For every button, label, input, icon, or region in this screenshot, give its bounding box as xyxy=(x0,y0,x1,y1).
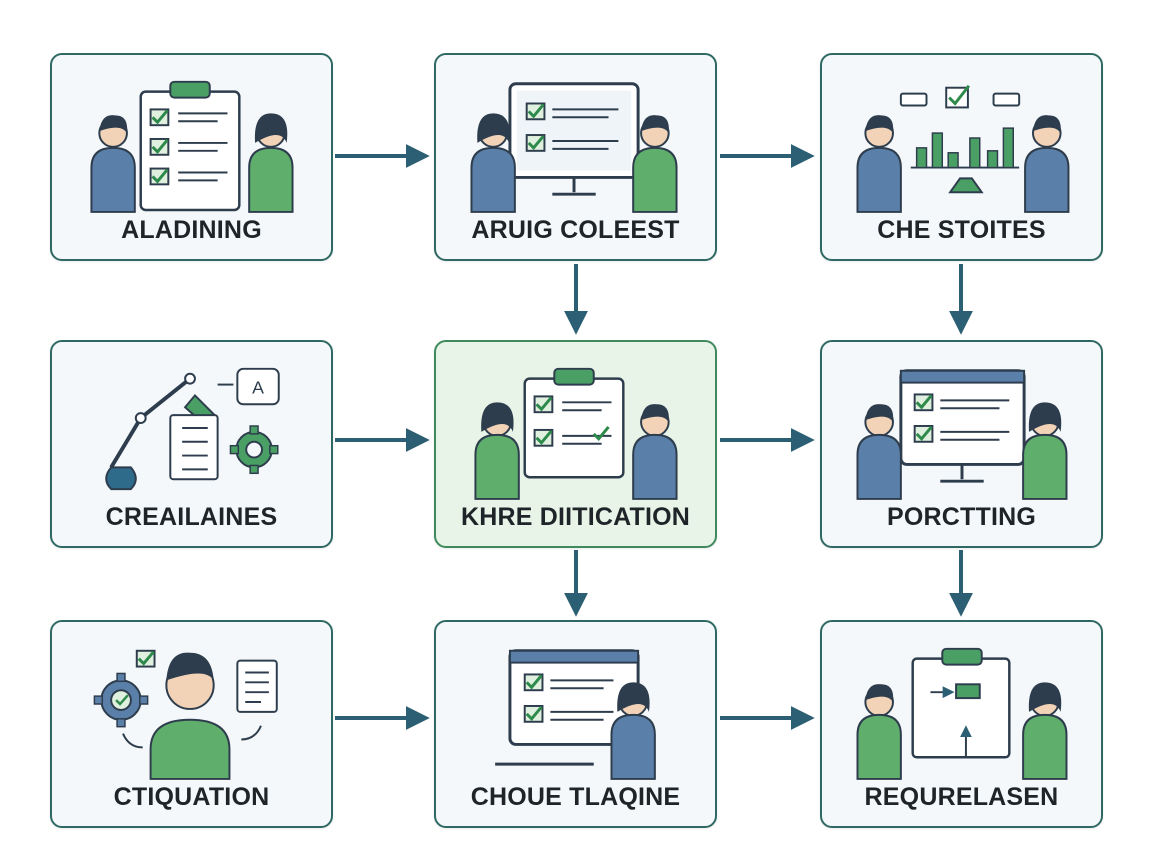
step-card-1: ALADINING xyxy=(50,53,333,261)
step-card-3: CHE STOITES xyxy=(820,53,1103,261)
step-card-9: REQURELASEN xyxy=(820,620,1103,828)
step-card-2: ARUIG COLEEST xyxy=(434,53,717,261)
monitor-checklist-icon xyxy=(856,369,1068,500)
step-card-7: CTIQUATION xyxy=(50,620,333,828)
monitor-checklist-icon xyxy=(470,82,678,213)
step-label: ALADINING xyxy=(121,216,262,244)
svg-text:A: A xyxy=(252,377,264,397)
step-label: CREAILAINES xyxy=(105,503,278,531)
step-label: PORCTTING xyxy=(886,503,1037,531)
monitor-checklist-icon xyxy=(495,649,656,780)
clipboard-checklist-icon xyxy=(474,367,678,500)
clipboard-checklist-icon xyxy=(90,80,294,213)
gear-person-document-icon xyxy=(93,649,278,780)
step-card-8: CHOUE TLAQINE xyxy=(434,620,717,828)
step-label: CTIQUATION xyxy=(113,783,270,811)
step-label: CHE STOITES xyxy=(877,216,1046,244)
step-card-4: A CREAILAINES xyxy=(50,340,333,548)
step-label: CHOUE TLAQINE xyxy=(470,783,681,811)
step-card-6: PORCTTING xyxy=(820,340,1103,548)
step-card-5: KHRE DIITICATION xyxy=(434,340,717,548)
whiteboard-icon xyxy=(856,647,1068,780)
bar-chart-icon xyxy=(856,84,1070,213)
step-label: ARUIG COLEEST xyxy=(471,216,680,244)
step-label: KHRE DIITICATION xyxy=(460,503,691,531)
lamp-gear-icon: A xyxy=(105,367,280,491)
step-label: REQURELASEN xyxy=(864,783,1059,811)
